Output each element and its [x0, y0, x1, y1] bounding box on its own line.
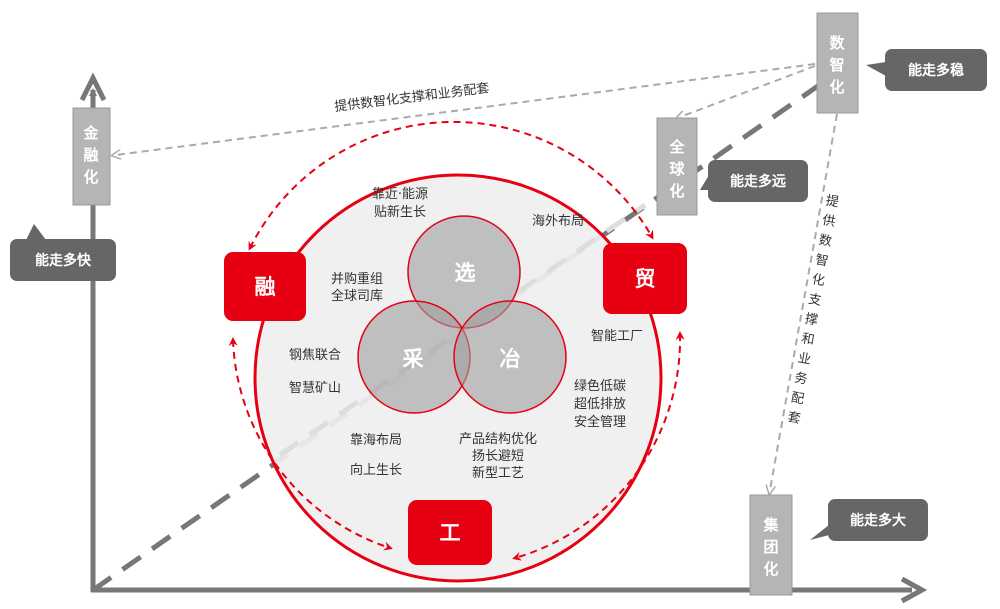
svg-text:提: 提	[824, 192, 840, 210]
y-axis-arrow-icon	[79, 72, 107, 102]
venn-circle-smelt	[453, 300, 567, 414]
label-product-3: 新型工艺	[472, 465, 524, 481]
support-text-vertical: 提 供 数 智 化 支 撑 和 业 务 配 套	[786, 192, 840, 427]
dimension-digitalization: 数 智 化	[816, 12, 859, 114]
label-smart-factory: 智能工厂	[591, 329, 643, 344]
callout-fast: 能走多快	[10, 224, 116, 281]
venn-label-mine: 采	[403, 347, 424, 371]
svg-text:金: 金	[82, 124, 99, 142]
dimension-financialization: 金 融 化	[72, 107, 111, 206]
corner-trade: 贸	[603, 243, 687, 314]
label-green-2: 超低排放	[574, 397, 626, 412]
callout-big: 能走多大	[810, 499, 928, 541]
svg-text:和: 和	[800, 331, 815, 348]
label-green-1: 绿色低碳	[574, 378, 626, 394]
label-overseas: 海外布局	[532, 214, 584, 229]
dimension-group: 集 团 化	[749, 494, 793, 596]
svg-text:业: 业	[797, 351, 812, 368]
callout-far: 能走多远	[700, 160, 808, 202]
venn-label-select: 选	[455, 261, 476, 285]
svg-text:套: 套	[786, 409, 802, 427]
support-lines	[116, 63, 838, 490]
svg-text:集: 集	[762, 516, 779, 534]
dimension-globalization: 全 球 化	[656, 117, 698, 216]
corner-finance: 融	[224, 252, 306, 321]
svg-text:务: 务	[793, 370, 809, 388]
support-line-finance	[116, 63, 816, 155]
label-merger-2: 全球司库	[331, 288, 383, 304]
support-line-group	[770, 113, 838, 490]
svg-text:支: 支	[807, 292, 822, 309]
label-energy-2: 贴新生长	[374, 204, 426, 220]
svg-text:能走多稳: 能走多稳	[908, 62, 964, 79]
label-energy-1: 靠近·能源	[372, 187, 428, 202]
corner-industry: 工	[408, 500, 492, 565]
label-product-2: 扬长避短	[472, 449, 524, 464]
svg-text:配: 配	[790, 390, 805, 407]
svg-text:智: 智	[814, 252, 829, 269]
label-green-3: 安全管理	[574, 414, 626, 430]
svg-text:团: 团	[763, 538, 778, 556]
venn: 选 采 冶	[357, 215, 567, 414]
cycle-arc-right	[512, 331, 685, 561]
corner-finance-label: 融	[255, 275, 276, 299]
svg-text:化: 化	[829, 78, 844, 96]
cycle-arrows	[228, 121, 685, 561]
corner-industry-label: 工	[440, 521, 461, 545]
svg-text:球: 球	[669, 160, 685, 178]
svg-text:化: 化	[763, 560, 778, 578]
svg-text:撑: 撑	[804, 312, 819, 329]
label-product-1: 产品结构优化	[459, 432, 537, 447]
label-upward: 向上生长	[350, 462, 402, 478]
svg-text:智: 智	[829, 56, 844, 74]
svg-text:能走多快: 能走多快	[35, 252, 92, 269]
svg-text:融: 融	[83, 146, 98, 164]
corner-trade-label: 贸	[635, 267, 656, 291]
svg-text:化: 化	[811, 272, 826, 289]
svg-text:能走多远: 能走多远	[730, 173, 786, 190]
svg-text:化: 化	[83, 168, 98, 186]
cycle-arc-top	[248, 121, 654, 251]
callout-stable: 能走多稳	[866, 49, 987, 91]
svg-text:数: 数	[818, 233, 833, 250]
label-merger-1: 并购重组	[331, 271, 383, 287]
label-coastal: 靠海布局	[350, 433, 402, 448]
svg-text:供: 供	[821, 213, 836, 230]
svg-text:能走多大: 能走多大	[850, 512, 906, 529]
cycle-arc-left	[228, 337, 393, 551]
svg-text:化: 化	[669, 182, 684, 200]
circle-labels: 靠近·能源 贴新生长 海外布局 并购重组 全球司库 钢焦联合 智慧矿山 靠海布局…	[289, 187, 643, 481]
svg-text:全: 全	[668, 138, 685, 156]
venn-label-smelt: 冶	[500, 347, 521, 371]
label-coke: 钢焦联合	[289, 348, 341, 363]
x-axis-arrow-icon	[900, 576, 928, 604]
support-line-global	[680, 65, 816, 117]
label-smart-mine: 智慧矿山	[289, 380, 341, 396]
svg-text:数: 数	[829, 34, 845, 52]
